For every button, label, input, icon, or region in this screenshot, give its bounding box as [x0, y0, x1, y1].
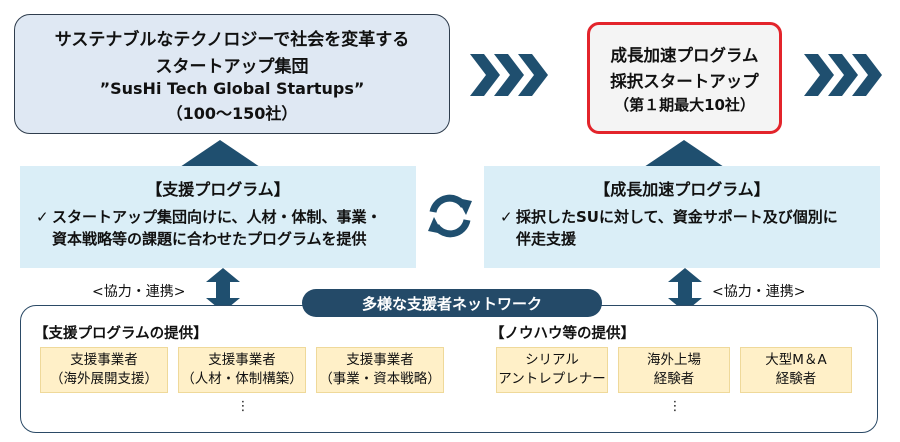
provider-cell: 支援事業者 （海外展開支援）	[40, 347, 168, 393]
provider-cell-line2: （人材・体制構築）	[181, 371, 303, 387]
support-program-title: 【支援プログラム】	[146, 180, 290, 199]
support-program-line1: スタートアップ集団向けに、人材・体制、事業・	[52, 208, 382, 226]
provider-cell-line1: 支援事業者	[346, 352, 414, 368]
double-arrow-vertical-icon	[668, 268, 702, 312]
provider-cell-line1: 支援事業者	[70, 352, 138, 368]
provision-support-title: 【支援プログラムの提供】	[34, 326, 208, 342]
triple-chevron-right-icon	[470, 54, 548, 96]
provider-cell: 支援事業者 （人材・体制構築）	[178, 347, 306, 393]
up-arrow-icon	[180, 140, 260, 167]
expert-cell-line2: 経験者	[653, 371, 695, 387]
growth-program-description: ✓採択したSUに対して、資金サポート及び個別に 伴走支援	[500, 206, 870, 250]
adopted-line3: （第１期最大10社）	[614, 95, 755, 114]
expert-cell: 大型M＆A 経験者	[740, 347, 852, 393]
provider-cell-line2: （事業・資本戦略）	[319, 371, 441, 387]
growth-program-line2: 伴走支援	[516, 230, 577, 248]
startup-group-box: サステナブルなテクノロジーで社会を変革する スタートアップ集団 ”SusHi T…	[14, 14, 450, 134]
provider-cell-line2: （海外展開支援）	[50, 371, 158, 387]
expert-cell-line1: 海外上場	[647, 352, 701, 368]
provider-cell: 支援事業者 （事業・資本戦略）	[316, 347, 444, 393]
double-arrow-vertical-icon	[206, 268, 240, 312]
provision-knowhow-title: 【ノウハウ等の提供】	[490, 326, 635, 342]
startup-group-line2: スタートアップ集団	[155, 56, 309, 77]
up-arrow-icon	[644, 140, 724, 167]
refresh-cycle-icon	[428, 194, 472, 238]
provider-cell-line1: 支援事業者	[208, 352, 276, 368]
network-label: 多様な支援者ネットワーク	[302, 289, 602, 317]
startup-group-line1: サステナブルなテクノロジーで社会を変革する	[54, 29, 410, 50]
expert-cell: シリアル アントレプレナー	[496, 347, 608, 393]
growth-program-box: 【成長加速プログラム】 ✓採択したSUに対して、資金サポート及び個別に 伴走支援	[484, 166, 880, 268]
support-program-line2: 資本戦略等の課題に合わせたプログラムを提供	[52, 230, 367, 248]
adopted-startups-box: 成長加速プログラム 採択スタートアップ （第１期最大10社）	[587, 22, 782, 134]
expert-cell-line2: 経験者	[775, 371, 817, 387]
cooperation-label-left: <協力・連携>	[92, 284, 186, 300]
adopted-line1: 成長加速プログラム	[610, 45, 759, 65]
cooperation-label-right: <協力・連携>	[712, 284, 806, 300]
check-icon: ✓	[500, 208, 513, 226]
adopted-line2: 採択スタートアップ	[610, 71, 759, 91]
startup-group-line4: （100～150社）	[166, 103, 298, 123]
support-program-description: ✓スタートアップ集団向けに、人材・体制、事業・ 資本戦略等の課題に合わせたプログ…	[36, 206, 406, 250]
expert-cell-line1: 大型M＆A	[765, 352, 827, 368]
growth-program-title: 【成長加速プログラム】	[594, 180, 770, 199]
expert-cell: 海外上場 経験者	[618, 347, 730, 393]
expert-cell-line1: シリアル	[525, 352, 579, 368]
growth-program-line1: 採択したSUに対して、資金サポート及び個別に	[516, 208, 838, 226]
more-ellipsis: ⋮	[236, 399, 250, 414]
startup-group-line3: ”SusHi Tech Global Startups”	[99, 78, 365, 98]
expert-cell-line2: アントレプレナー	[498, 371, 606, 387]
triple-chevron-right-icon	[804, 54, 882, 96]
check-icon: ✓	[36, 208, 49, 226]
more-ellipsis: ⋮	[668, 399, 682, 414]
support-program-box: 【支援プログラム】 ✓スタートアップ集団向けに、人材・体制、事業・ 資本戦略等の…	[20, 166, 416, 268]
